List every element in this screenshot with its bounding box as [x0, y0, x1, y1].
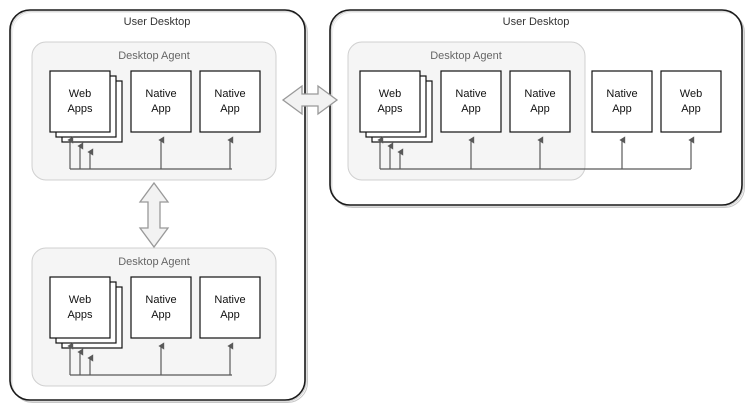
native-app-2-label-line1: Native — [214, 88, 245, 100]
agent-left-bottom[interactable]: Desktop Agent Web Native App Native App — [31, 247, 277, 387]
native-app-5-label-line2: App — [461, 103, 481, 115]
web-apps-stack-3-layer-1[interactable] — [359, 70, 421, 133]
native-app-3-box[interactable] — [130, 276, 192, 339]
connector-panel-link[interactable] — [281, 84, 339, 116]
web-apps-label-line1: Web — [69, 88, 91, 100]
native-app-6-box[interactable] — [509, 70, 571, 133]
agent-right-label: Desktop Agent — [430, 50, 502, 62]
native-app-7-label-line2: App — [612, 103, 632, 115]
native-app-4-label-line1: Native — [214, 294, 245, 306]
native-app-1-label-line1: Native — [145, 88, 176, 100]
web-apps-stack-layer-1[interactable] — [49, 70, 111, 133]
agent-left-top-label: Desktop Agent — [118, 50, 190, 62]
native-app-2-label-line2: App — [220, 103, 240, 115]
native-app-3-label-line1: Native — [145, 294, 176, 306]
native-app-3-label-line2: App — [151, 309, 171, 321]
panel-right-title: User Desktop — [503, 16, 570, 28]
panel-right-connectors — [377, 136, 695, 170]
double-arrow-vertical-icon — [138, 181, 170, 249]
native-app-6-label-line2: App — [530, 103, 550, 115]
panel-right-border — [329, 9, 743, 206]
agent-left-bottom-connectors — [67, 342, 234, 376]
native-app-7-label-line1: Native — [606, 88, 637, 100]
native-app-1-box[interactable] — [130, 70, 192, 133]
web-apps-3-label-line1: Web — [379, 88, 401, 100]
native-app-5-label-line1: Native — [455, 88, 486, 100]
web-apps-2-label-line1: Web — [69, 294, 91, 306]
agent-left-top-connectors — [67, 136, 234, 170]
web-app-1-label-line2: App — [681, 103, 701, 115]
native-app-4-box[interactable] — [199, 276, 261, 339]
panel-left-border — [9, 9, 306, 401]
web-apps-stack-2-layer-1[interactable] — [49, 276, 111, 339]
native-app-6-label-line1: Native — [524, 88, 555, 100]
native-app-7-box[interactable] — [591, 70, 653, 133]
double-arrow-horizontal-icon — [281, 84, 339, 116]
agent-right[interactable]: Desktop Agent Web Native App Native App — [347, 41, 586, 181]
panel-left-title: User Desktop — [124, 16, 191, 28]
native-app-2-box[interactable] — [199, 70, 261, 133]
native-app-1-label-line2: App — [151, 103, 171, 115]
agent-left-top[interactable]: Desktop Agent Web Native App Native App — [31, 41, 277, 181]
native-app-5-box[interactable] — [440, 70, 502, 133]
standalone-apps-right[interactable]: Native App Web App — [591, 70, 722, 133]
web-app-1-label-line1: Web — [680, 88, 702, 100]
connector-agent-link[interactable] — [138, 181, 170, 249]
web-app-1-box[interactable] — [660, 70, 722, 133]
native-app-4-label-line2: App — [220, 309, 240, 321]
agent-left-bottom-label: Desktop Agent — [118, 256, 190, 268]
